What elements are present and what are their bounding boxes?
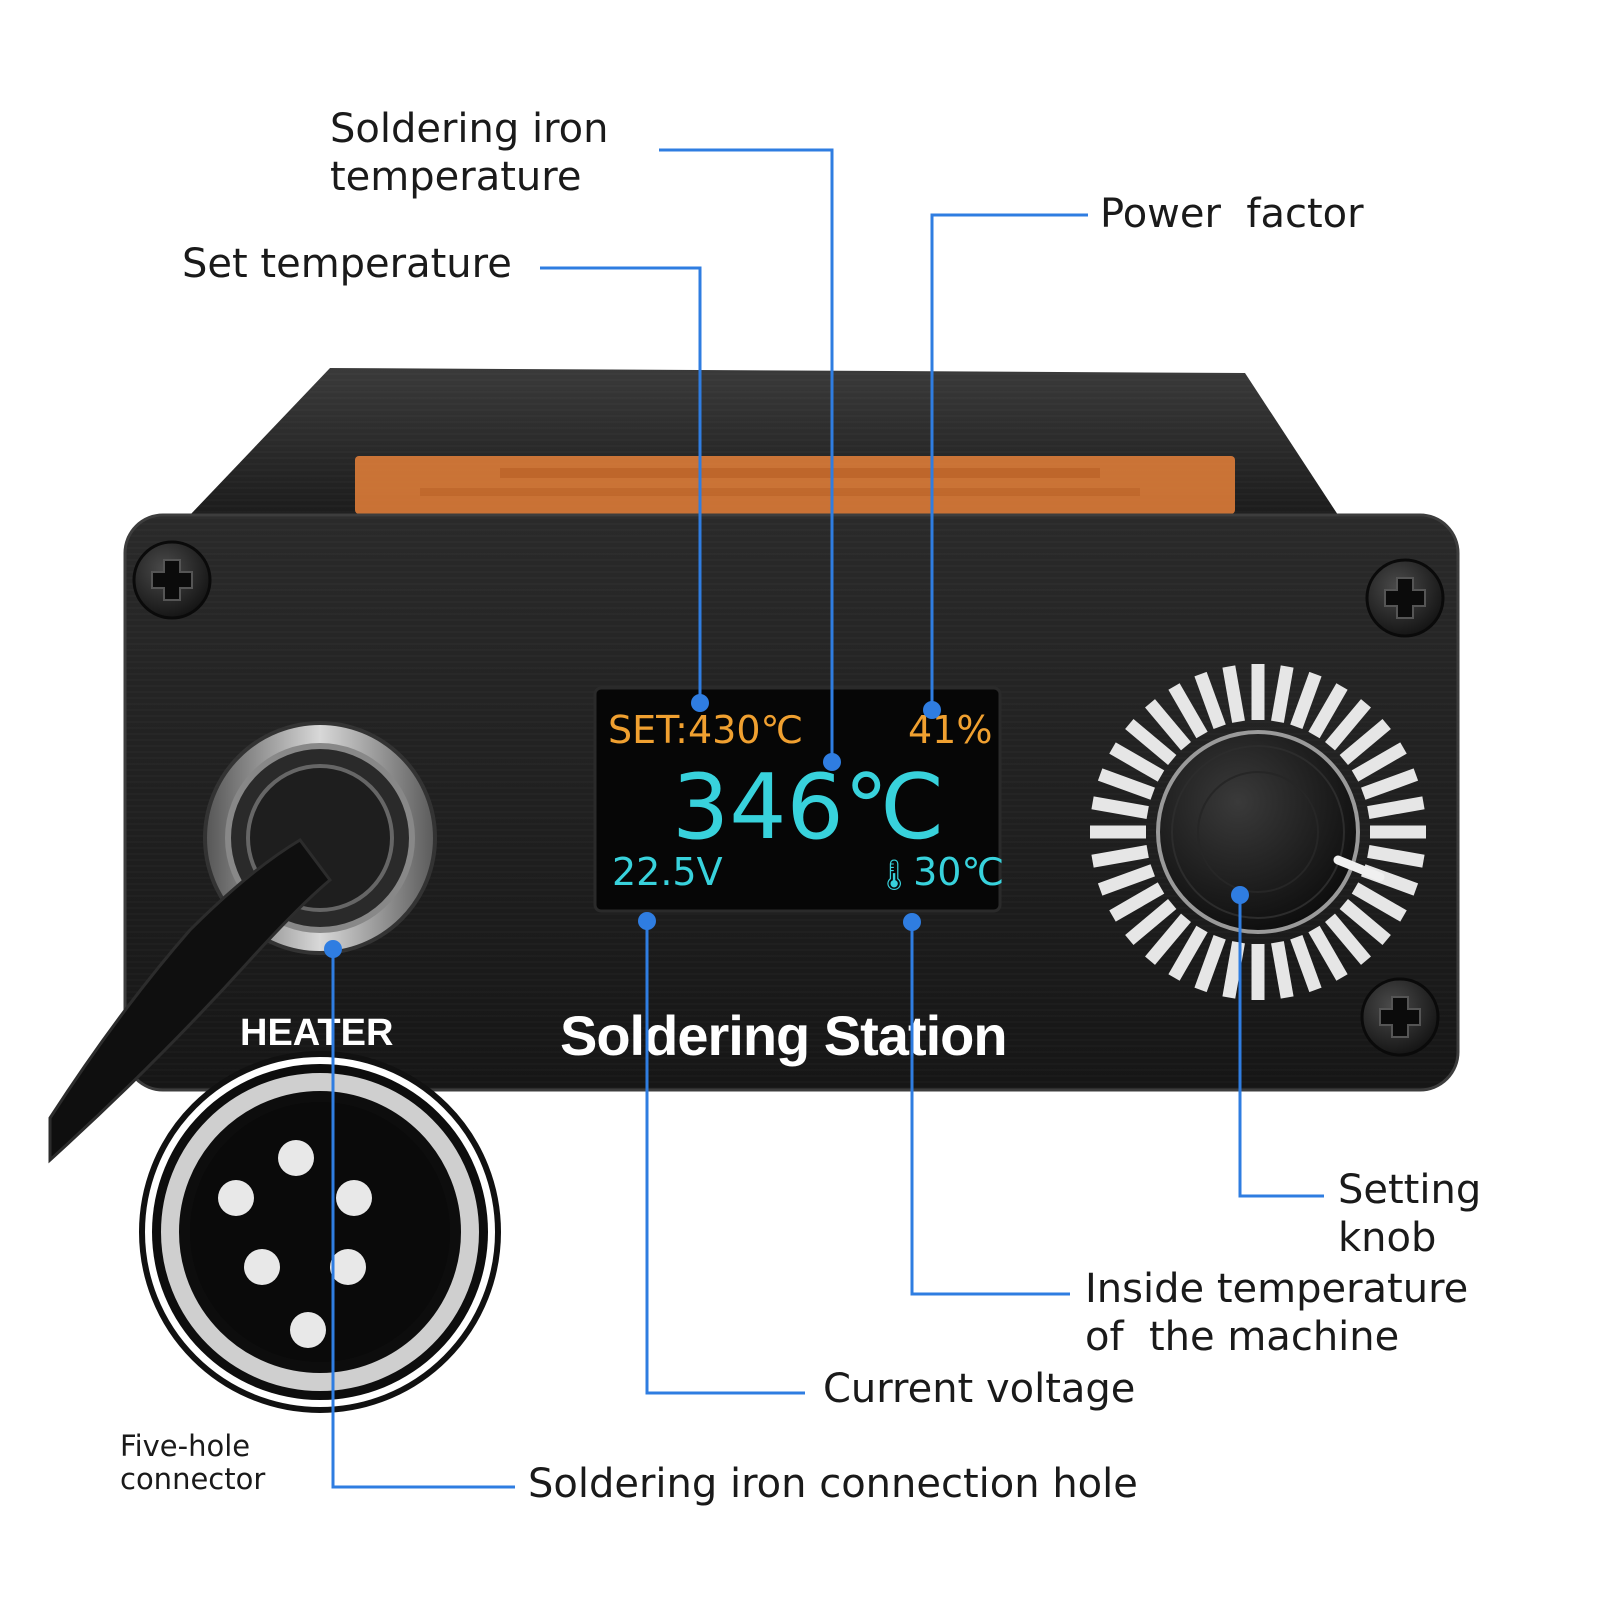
callout-inside-temperature: Inside temperature of the machine [1085, 1265, 1468, 1361]
knob-dial-slot [1351, 742, 1407, 782]
dot-iron-temp [823, 753, 841, 771]
callout-iron-temperature-line2: temperature [330, 154, 582, 200]
screw-top-right [1365, 558, 1445, 638]
knob-dial-slot [1325, 699, 1371, 751]
knob-dial-ring [1090, 664, 1426, 1000]
knob-dial-slot [1222, 665, 1245, 723]
thermometer-icon: 🌡︎ [875, 858, 914, 893]
knob-dial-slot [1308, 683, 1348, 739]
lcd-iron-temperature: 346℃ [672, 755, 945, 860]
lcd-inside-temperature: 30℃ [913, 850, 1005, 894]
callout-iron-temperature: Soldering iron temperature [330, 105, 609, 201]
dot-connection-hole [324, 940, 342, 958]
lcd-inside-temperature-row: 🌡︎30℃ [875, 850, 1004, 894]
knob-indicator-mark [1333, 855, 1385, 882]
knob-dial-slot [1091, 845, 1149, 868]
five-hole-pins [218, 1140, 372, 1348]
dot-inside-temp [903, 913, 921, 931]
knob-dial-slot [1194, 671, 1226, 729]
knob-dial-slot [1290, 935, 1322, 993]
leader-power-factor [930, 213, 1088, 710]
heater-port-label: HEATER [240, 1012, 394, 1054]
callout-connection-hole: Soldering iron connection hole [528, 1461, 1138, 1507]
five-hole-connector-zoom [139, 1051, 501, 1413]
knob-dial-slot [1125, 719, 1177, 765]
knob-dial-slot [1145, 699, 1191, 751]
knob-dial-slot [1168, 925, 1208, 981]
screw-bottom-right [1360, 977, 1440, 1057]
leader-connection-hole [331, 949, 515, 1489]
knob-dial-slot [1271, 941, 1294, 999]
knob-dial-slot [1125, 899, 1177, 945]
knob-dial-slot [1271, 665, 1294, 723]
callout-inside-temperature-line2: of the machine [1085, 1314, 1400, 1360]
knob-dial-slot [1097, 768, 1155, 800]
knob-dial-slot [1351, 882, 1407, 922]
knob-dial-slot [1308, 925, 1348, 981]
lcd-power-factor: 41% [908, 708, 993, 752]
callout-five-hole-line1: Five-hole [120, 1429, 251, 1463]
callout-setting-knob: Setting knob [1338, 1166, 1481, 1262]
callout-five-hole-connector: Five-hole connector [120, 1429, 266, 1497]
knob-dial-slot [1367, 796, 1425, 819]
setting-knob[interactable] [1156, 730, 1360, 934]
knob-dial-slot [1168, 683, 1208, 739]
dot-set-temp [691, 694, 709, 712]
dot-current-voltage [638, 912, 656, 930]
screw-top-left [132, 540, 212, 620]
callout-setting-knob-line1: Setting [1338, 1167, 1482, 1213]
knob-dial-slot [1109, 742, 1165, 782]
leader-current-voltage [645, 921, 805, 1395]
knob-dial-slot [1325, 913, 1371, 965]
dot-setting-knob [1231, 886, 1249, 904]
knob-dial-slot [1339, 899, 1391, 945]
lcd-voltage: 22.5V [612, 850, 723, 894]
brand-label: Soldering Station [560, 1004, 1008, 1067]
iron-cable [48, 838, 333, 1164]
knob-dial-slot [1109, 882, 1165, 922]
dot-power-factor [923, 701, 941, 719]
knob-dial-slot [1194, 935, 1226, 993]
leader-iron-temp [659, 148, 834, 762]
callout-setting-knob-line2: knob [1338, 1215, 1437, 1261]
knob-dial-slot [1290, 671, 1322, 729]
callout-current-voltage: Current voltage [823, 1366, 1136, 1412]
callout-five-hole-line2: connector [120, 1462, 266, 1497]
callout-power-factor: Power factor [1100, 191, 1364, 237]
leader-inside-temp [910, 922, 1070, 1296]
knob-dial-slot [1222, 941, 1245, 999]
knob-dial-slot [1339, 719, 1391, 765]
knob-dial-slot [1361, 768, 1419, 800]
knob-dial-slot [1091, 796, 1149, 819]
callout-set-temperature: Set temperature [182, 241, 512, 287]
lcd-set-temperature: SET:430℃ [608, 708, 804, 752]
callout-iron-temperature-line1: Soldering iron [330, 106, 609, 152]
knob-dial-slot [1097, 864, 1155, 896]
callout-inside-temperature-line1: Inside temperature [1085, 1266, 1469, 1312]
knob-dial-slot [1145, 913, 1191, 965]
leader-set-temp [540, 266, 702, 703]
lcd-display [593, 686, 1002, 913]
leader-setting-knob [1238, 895, 1324, 1198]
knob-dial-slot [1367, 845, 1425, 868]
